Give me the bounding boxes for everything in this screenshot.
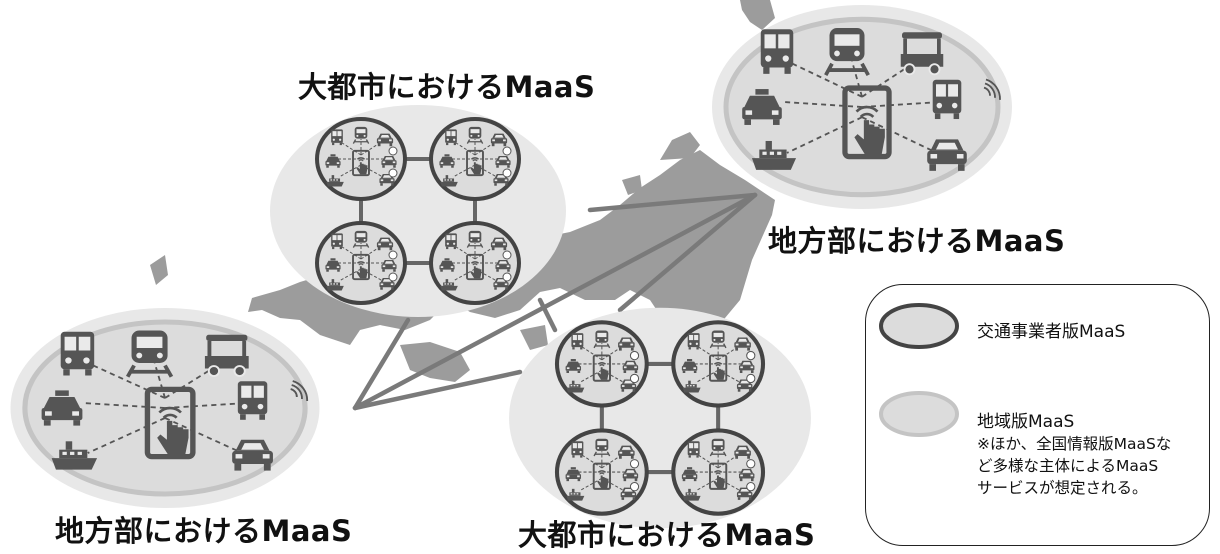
legend-note-line: ど多様な主体によるMaaS <box>977 457 1159 475</box>
operator-maas-swatch <box>879 303 959 349</box>
legend-note-line: サービスが想定される。 <box>977 479 1148 497</box>
legend-note-line: ※ほか、全国情報版MaaSな <box>977 435 1172 453</box>
region-maas-left-title: 地方部におけるMaaS <box>55 514 353 548</box>
region-maas-right-title: 地方部におけるMaaS <box>768 224 1066 258</box>
regional-maas-legend-label: 地域版MaaS <box>977 412 1075 432</box>
regional-maas-right <box>712 5 1012 209</box>
operator-maas-legend-label: 交通事業者版MaaS <box>977 322 1126 342</box>
legend-note: ※ほか、全国情報版MaaSな ど多様な主体によるMaaS サービスが想定される。 <box>977 433 1171 499</box>
legend: 交通事業者版MaaS 地域版MaaS ※ほか、全国情報版MaaSな ど多様な主体… <box>865 284 1210 546</box>
regional-maas-swatch <box>879 391 959 437</box>
city-maas-top-title: 大都市におけるMaaS <box>298 70 596 104</box>
city-maas-top <box>270 105 566 317</box>
connector-lines <box>352 192 758 411</box>
regional-maas-left <box>11 308 320 508</box>
city-maas-bottom <box>509 308 811 528</box>
city-maas-bottom-title: 大都市におけるMaaS <box>518 518 816 552</box>
